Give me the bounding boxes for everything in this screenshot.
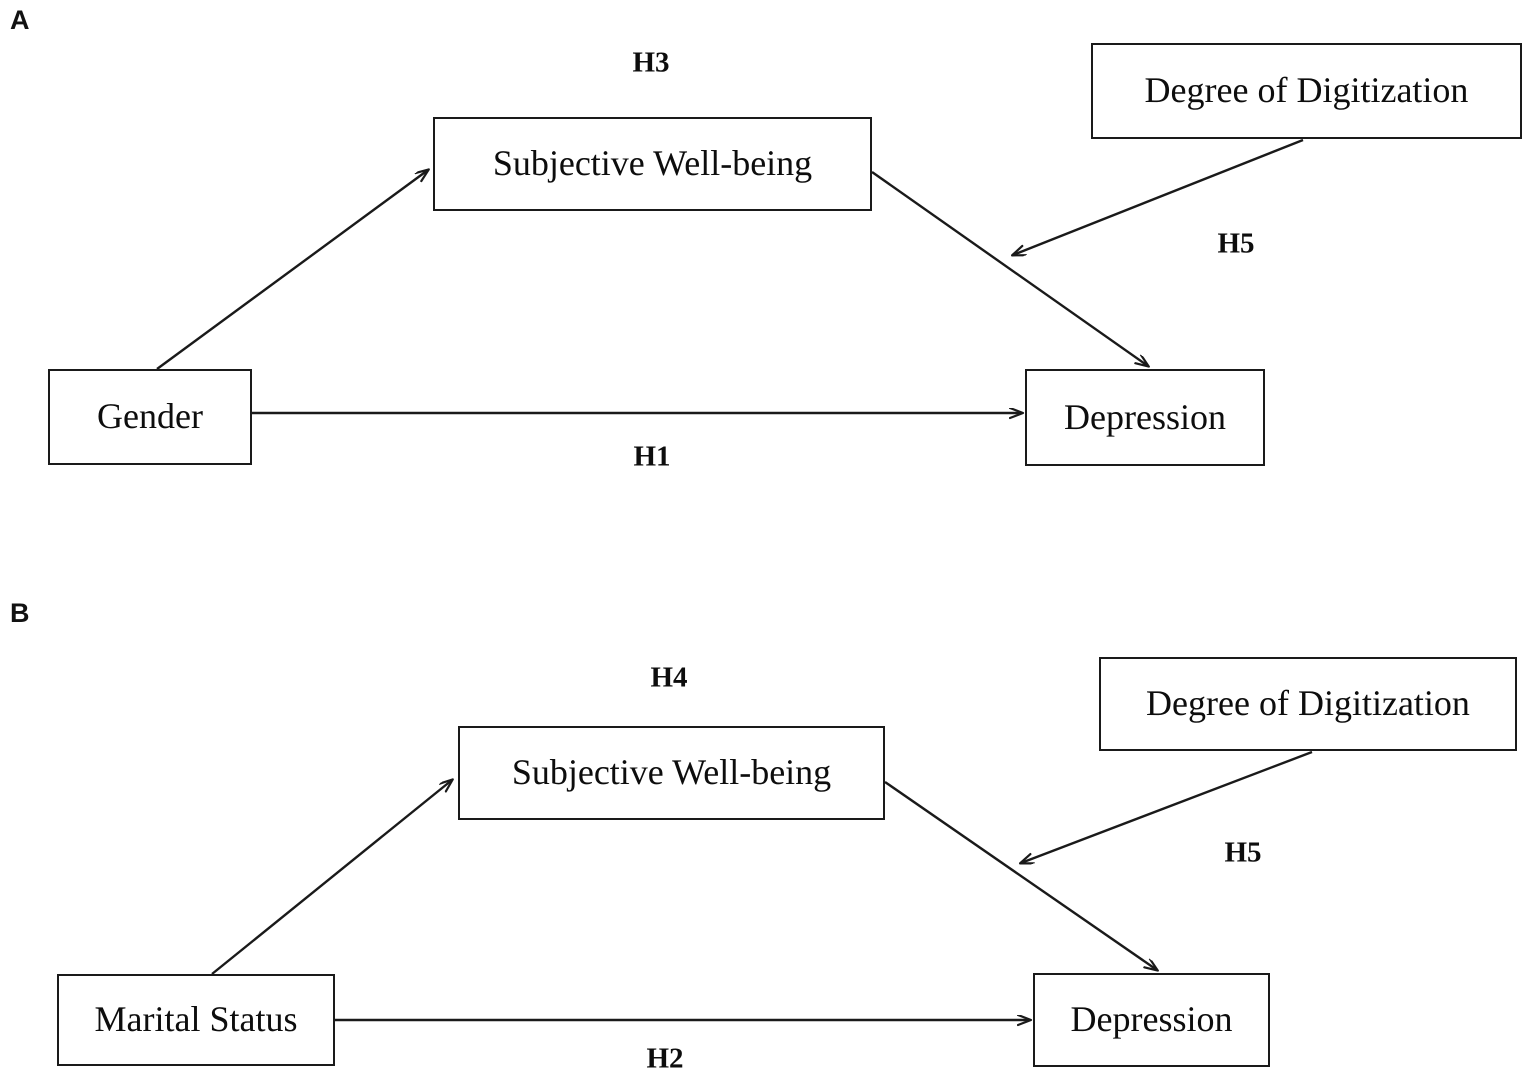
hypothesis-label-h4: H4 — [650, 661, 688, 694]
node-gender: Gender — [48, 369, 252, 465]
edge-wellbeing-to-depression — [871, 171, 1148, 366]
node-label: Subjective Well-being — [511, 752, 832, 793]
node-label: Depression — [1070, 999, 1233, 1040]
panel-label-b: B — [10, 598, 30, 628]
node-marital-status: Marital Status — [57, 974, 335, 1066]
hypothesis-label-h5-b: H5 — [1224, 836, 1262, 869]
edge-gender-to-wellbeing — [156, 170, 428, 370]
panel-label-a: A — [10, 5, 30, 35]
node-subjective-well-being-b: Subjective Well-being — [458, 726, 885, 820]
node-degree-of-digitization-b: Degree of Digitization — [1099, 657, 1517, 751]
node-label: Degree of Digitization — [1144, 70, 1469, 111]
hypothesis-label-h1: H1 — [633, 440, 671, 473]
edge-wellbeing-to-depression-b — [884, 781, 1157, 970]
edge-digitization-moderation — [1013, 138, 1304, 255]
node-degree-of-digitization-a: Degree of Digitization — [1091, 43, 1522, 139]
node-depression-b: Depression — [1033, 973, 1270, 1067]
node-label: Degree of Digitization — [1146, 683, 1470, 724]
node-depression-a: Depression — [1025, 369, 1265, 466]
hypothesis-label-h2: H2 — [646, 1042, 684, 1075]
node-label: Subjective Well-being — [492, 143, 813, 184]
edge-marital-to-wellbeing — [211, 780, 452, 975]
hypothesis-label-h3: H3 — [632, 46, 670, 79]
node-label: Depression — [1064, 396, 1226, 437]
node-label: Marital Status — [94, 999, 298, 1040]
node-subjective-well-being-a: Subjective Well-being — [433, 117, 872, 211]
edge-digitization-moderation-b — [1021, 750, 1313, 863]
node-label: Gender — [97, 396, 203, 437]
hypothesis-label-h5-a: H5 — [1217, 227, 1255, 260]
